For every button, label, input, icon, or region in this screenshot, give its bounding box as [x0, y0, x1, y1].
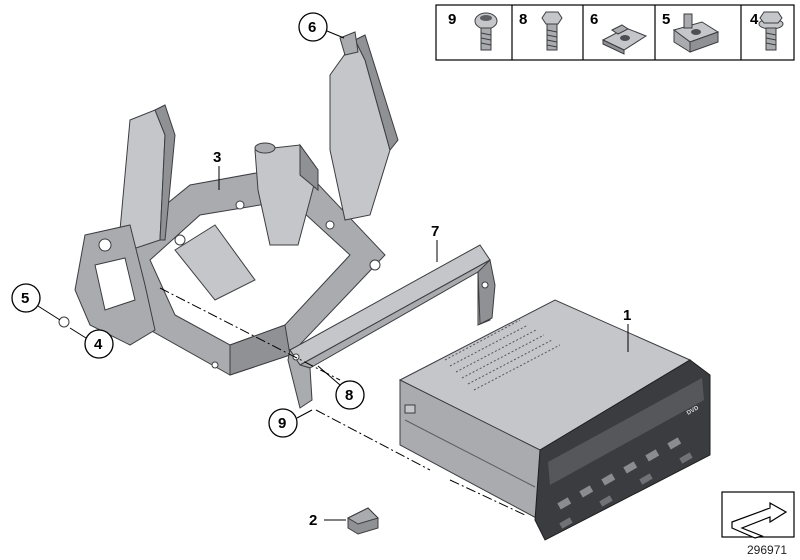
callout-4-circle [84, 329, 114, 359]
orientation-arrow-icon [731, 501, 788, 539]
legend-number-8: 8 [519, 11, 527, 28]
callout-8: 8 [345, 387, 353, 404]
callout-6: 6 [308, 19, 316, 36]
callout-5: 5 [21, 290, 29, 307]
vent-grille [444, 319, 561, 391]
assembly-lines [159, 287, 526, 516]
legend-number-9: 9 [448, 11, 456, 28]
callout-1: 1 [623, 307, 631, 324]
legend-item-9: 9 [448, 11, 498, 51]
orientation-arrow-box [721, 491, 795, 539]
dvd-changer-unit: DVD [398, 299, 711, 541]
diagram-number: 296971 [747, 543, 787, 557]
fastener-legend: 9 8 6 [435, 4, 795, 61]
pan-head-screw-icon [474, 12, 498, 51]
mounting-bracket-7 [287, 244, 496, 409]
flange-bolt-icon [758, 11, 784, 51]
dvd-badge: DVD [686, 405, 701, 417]
legend-number-6: 6 [590, 11, 598, 28]
callout-6-circle [298, 12, 328, 42]
callout-7: 7 [431, 223, 439, 240]
callout-2: 2 [309, 512, 317, 529]
spring-nut-icon [672, 13, 720, 53]
legend-number-4: 4 [750, 11, 759, 28]
callout-9-circle [268, 408, 298, 438]
legend-number-5: 5 [662, 11, 670, 28]
front-panel-buttons [557, 437, 693, 529]
legend-item-4: 4 [750, 11, 784, 51]
callout-8-circle [335, 380, 365, 410]
callout-9: 9 [278, 415, 286, 432]
callout-5-circle [11, 283, 41, 313]
legend-item-6: 6 [590, 11, 648, 55]
callout-4: 4 [94, 336, 103, 353]
legend-item-8: 8 [519, 11, 563, 51]
hex-bolt-icon [541, 11, 563, 51]
legend-item-5: 5 [662, 11, 720, 53]
callouts: 1 2 3 4 5 6 7 8 9 [11, 12, 631, 529]
clip-nut-icon [601, 24, 648, 55]
knob-2 [346, 507, 379, 535]
callout-3: 3 [213, 149, 221, 166]
